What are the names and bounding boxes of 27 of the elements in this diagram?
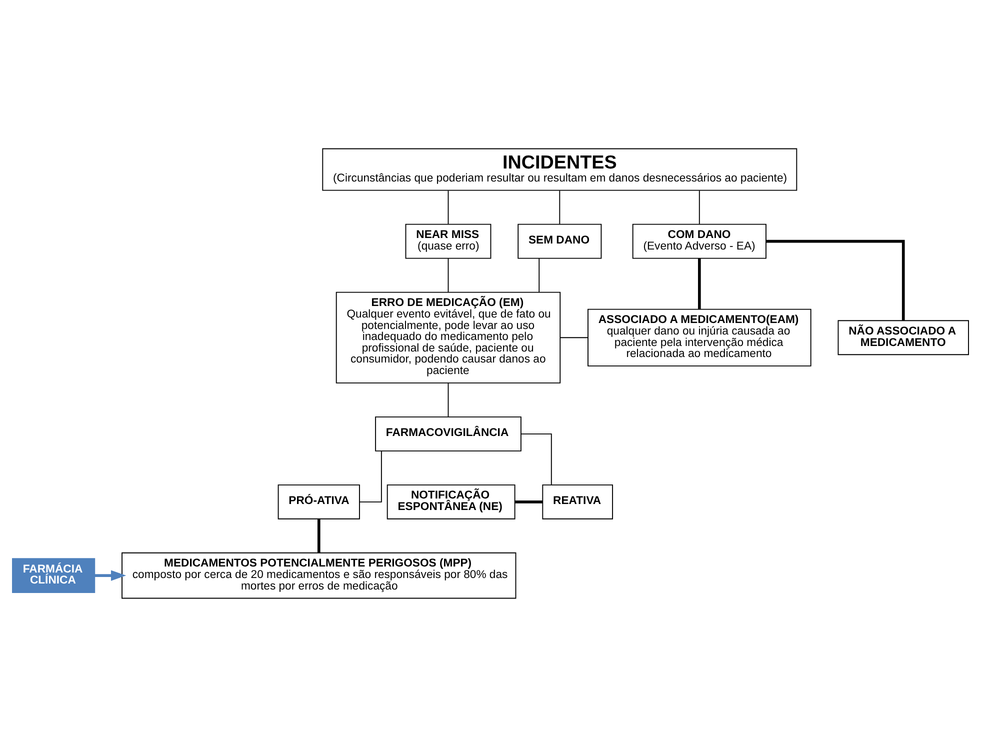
node-box: NÃO ASSOCIADO A MEDICAMENTO xyxy=(838,320,969,356)
connector xyxy=(538,258,540,292)
node-box: SEM DANO xyxy=(518,224,602,259)
connector xyxy=(359,450,382,502)
connector xyxy=(515,500,542,504)
connector xyxy=(448,382,449,418)
connector xyxy=(560,337,588,338)
node-box: INCIDENTES (Circunstâncias que poderiam resultar ou resultam em danos desnecessários ao paciente) xyxy=(322,148,798,191)
connector xyxy=(448,258,449,292)
node-box: FARMACOVIGILÂNCIA xyxy=(375,416,522,452)
connector xyxy=(559,190,560,224)
connector xyxy=(520,433,552,486)
node-box: FARMÁCIA CLÍNICA xyxy=(12,558,96,594)
node-box: NOTIFICAÇÃO ESPONTÂNEA (NE) xyxy=(386,484,516,520)
connector xyxy=(448,190,449,224)
node-box: COM DANO (Evento Adverso - EA) xyxy=(632,224,766,259)
connector xyxy=(317,519,320,553)
connector xyxy=(698,190,700,224)
node-box: REATIVA xyxy=(542,484,614,520)
node-box: PRÓ-ATIVA xyxy=(278,484,360,520)
node-box: ASSOCIADO A MEDICAMENTO(EAM) qualquer dano ou injúria causada ao paciente pela intervenção médica relacionada ao medicamento xyxy=(588,308,812,366)
node-box: MEDICAMENTOS POTENCIALMENTE PERIGOSOS (MPP) composto por cerca de 20 medicamentos e são responsáveis por 80% das mortes por erros de medicação xyxy=(122,552,516,599)
connector xyxy=(698,258,701,310)
node-box: ERRO DE MEDICAÇÃO (EM) Qualquer evento evitável, que de fato ou potencialmente, pode levar ao uso inadequado do medicamento pelo profissional de saúde, paciente ou consumidor, podendo causar danos ao paciente xyxy=(336,292,561,384)
arrow xyxy=(94,570,126,581)
node-box: NEAR MISS (quase erro) xyxy=(405,224,492,259)
connector xyxy=(766,240,905,320)
